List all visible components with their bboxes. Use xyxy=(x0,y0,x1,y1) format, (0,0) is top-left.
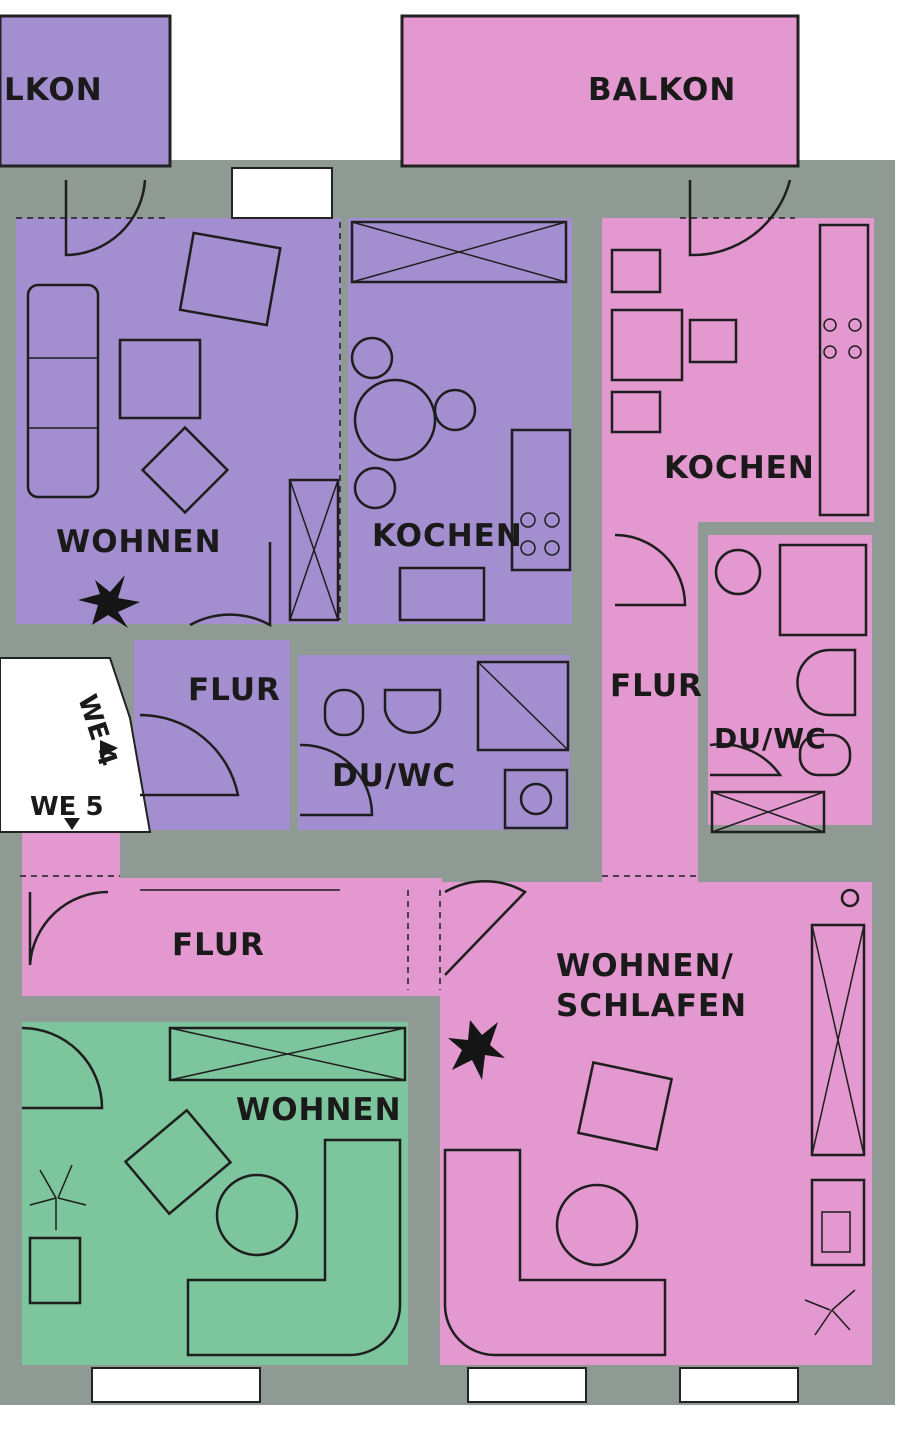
room-flur-bottom xyxy=(22,878,442,996)
door-swing-icon xyxy=(189,542,272,628)
cabinet-icon xyxy=(350,220,568,284)
plant-icon xyxy=(29,1164,87,1230)
label-wohnen-schlafen-2: SCHLAFEN xyxy=(556,988,747,1024)
cabinet-icon xyxy=(810,923,866,1157)
sofa-icon xyxy=(443,1148,667,1357)
window-top xyxy=(231,167,333,219)
washer-icon xyxy=(503,768,569,830)
chair-icon xyxy=(688,318,738,364)
plant-icon xyxy=(78,575,140,628)
desk-icon xyxy=(28,1236,82,1305)
room-wohnen-green xyxy=(22,1022,408,1365)
table-icon xyxy=(215,1173,299,1257)
door-swing-icon xyxy=(614,533,687,607)
label-duwc-right: DU/WC xyxy=(714,722,827,755)
room-flur-mid xyxy=(134,640,290,830)
sofa-icon xyxy=(26,283,100,499)
armchair-icon xyxy=(178,231,282,327)
label-kochen-mid: KOCHEN xyxy=(372,518,523,554)
table-icon xyxy=(118,338,202,420)
door-swing-icon xyxy=(139,713,240,797)
door-swing-icon xyxy=(709,742,783,777)
stove-icon xyxy=(818,223,870,517)
arrow-icon xyxy=(64,818,80,830)
outside-right-strip xyxy=(895,0,921,1440)
toilet-icon xyxy=(323,688,365,737)
window-bottom-left xyxy=(91,1367,261,1403)
cabinet-icon xyxy=(710,790,826,834)
toilet-icon xyxy=(798,733,852,777)
label-wohnen-schlafen-1: WOHNEN/ xyxy=(556,948,734,984)
arrow-icon xyxy=(100,740,118,758)
window-bottom-right xyxy=(679,1367,799,1403)
label-flur-mid: FLUR xyxy=(188,672,281,708)
room-kochen-mid xyxy=(348,218,572,624)
label-wohnen-top: WOHNEN xyxy=(56,524,222,560)
door-swing-icon xyxy=(28,890,109,966)
door-swing-icon xyxy=(299,743,374,817)
label-wohnen-green: WOHNEN xyxy=(236,1092,402,1128)
door-swing-icon xyxy=(688,179,792,257)
chair-icon xyxy=(610,248,662,294)
door-swing-icon xyxy=(64,179,147,257)
table-icon xyxy=(353,378,437,462)
label-kochen-right: KOCHEN xyxy=(664,450,815,486)
room-duwc-right xyxy=(708,535,872,825)
sofa-icon xyxy=(186,1138,402,1357)
room-wohnen-top xyxy=(16,218,341,624)
balkon-left-area xyxy=(0,14,172,168)
room-wohnen-schlafen xyxy=(440,882,872,1365)
device-icon xyxy=(821,1211,851,1253)
stove-icon xyxy=(510,428,572,572)
cabinet-icon xyxy=(168,1026,407,1082)
shower-icon xyxy=(476,660,570,752)
room-flur-link xyxy=(22,830,120,890)
footstool-icon xyxy=(140,425,230,515)
plant-icon xyxy=(448,1020,505,1080)
window-bottom-mid xyxy=(467,1367,587,1403)
desk-icon xyxy=(810,1178,866,1267)
sink-icon xyxy=(398,566,486,622)
plant-icon xyxy=(804,1289,856,1336)
chair-icon xyxy=(610,390,662,434)
room-duwc-mid xyxy=(298,655,570,830)
label-flur-right: FLUR xyxy=(610,668,703,704)
label-duwc-mid: DU/WC xyxy=(332,758,456,794)
table-icon xyxy=(555,1183,639,1267)
room-kochen-right xyxy=(602,218,874,522)
table-icon xyxy=(610,308,684,382)
door-swing-icon xyxy=(21,1026,104,1110)
sink-icon xyxy=(383,688,442,734)
armchair-icon xyxy=(576,1060,674,1152)
shower-icon xyxy=(778,543,868,637)
label-we5: WE 5 xyxy=(30,792,104,822)
washer-icon xyxy=(714,548,762,596)
pillar-icon xyxy=(840,888,860,908)
balkon-right-area xyxy=(400,14,800,168)
label-balkon-right: BALKON xyxy=(588,72,736,108)
cabinet-icon xyxy=(288,478,340,622)
stairwell-area xyxy=(0,657,152,833)
sink-icon xyxy=(796,648,857,717)
label-flur-bottom: FLUR xyxy=(172,927,265,963)
label-balkon-left: LKON xyxy=(4,72,103,108)
door-swing-icon xyxy=(444,880,528,976)
armchair-icon xyxy=(123,1108,233,1216)
